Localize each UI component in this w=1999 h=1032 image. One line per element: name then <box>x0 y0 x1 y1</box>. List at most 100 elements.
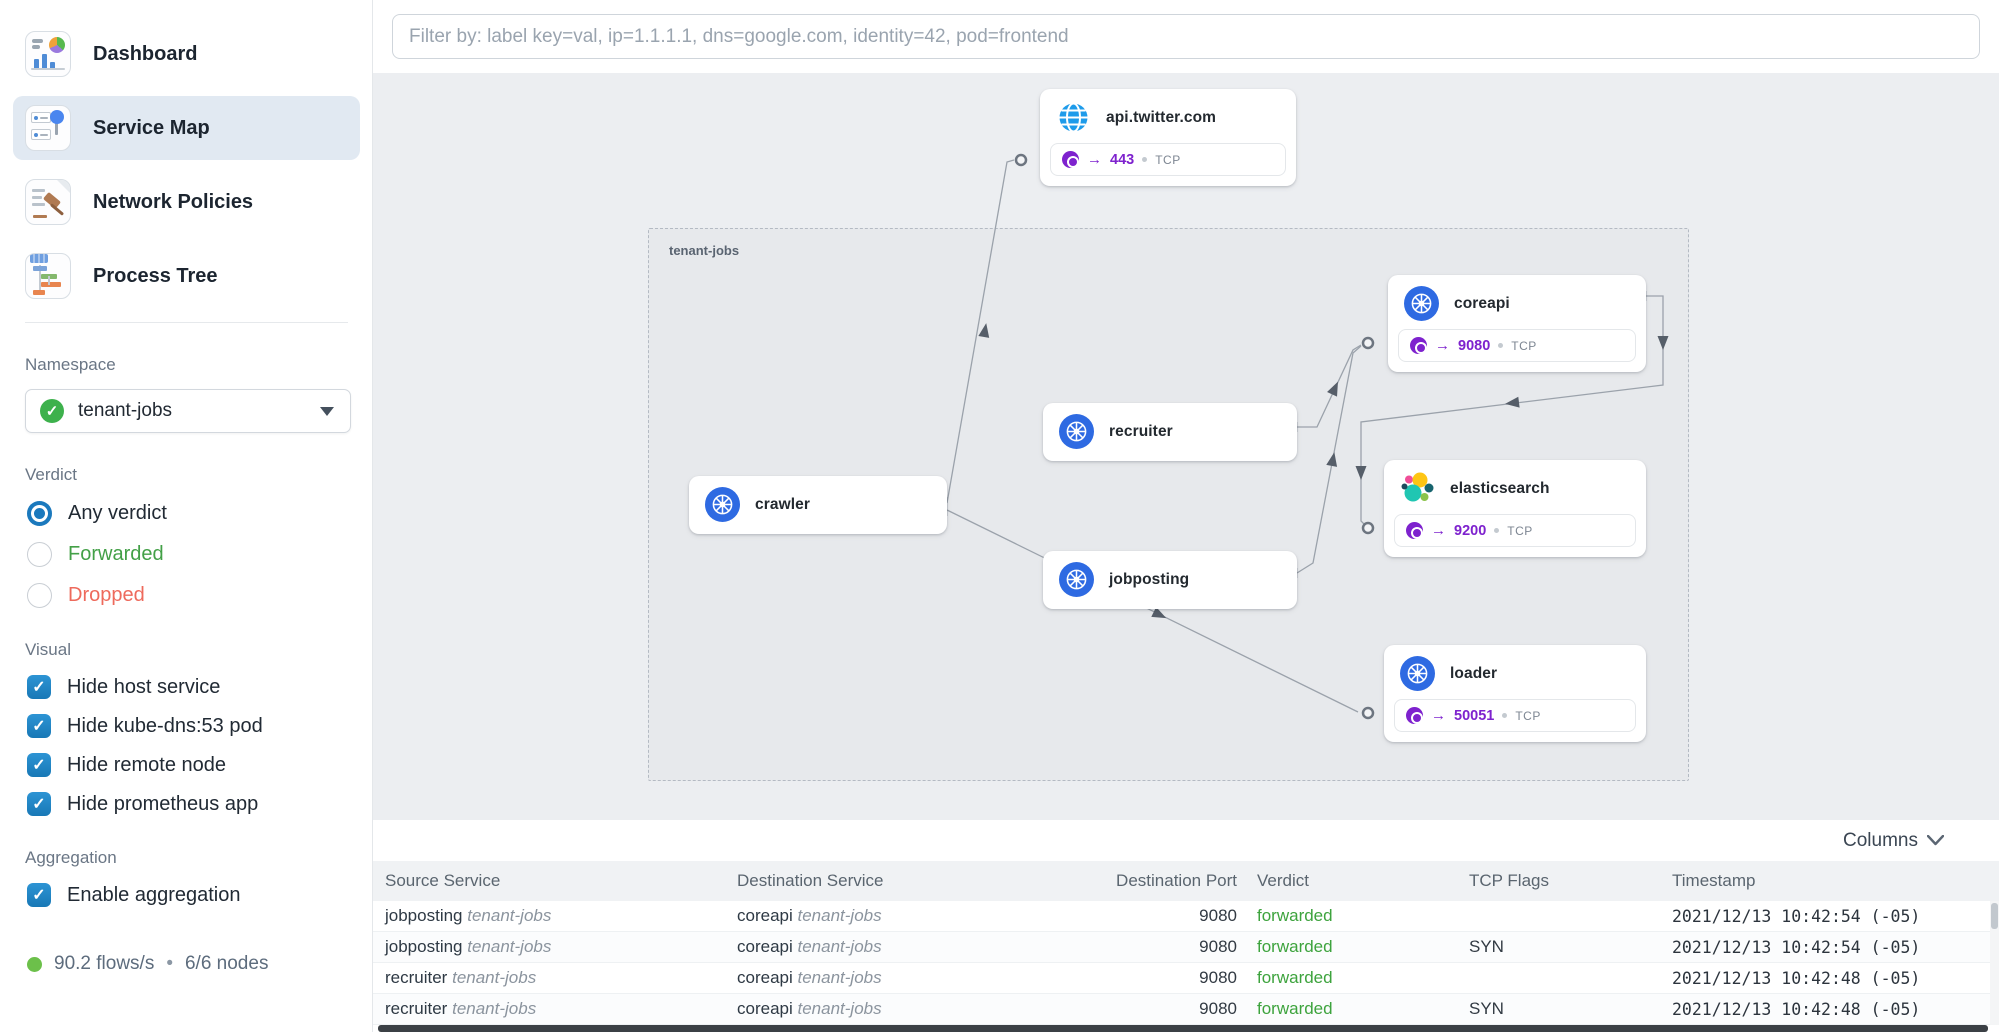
network-policies-icon <box>25 179 71 225</box>
dest-port: 9080 <box>1199 906 1237 925</box>
table-row[interactable]: jobposting tenant-jobs coreapi tenant-jo… <box>373 932 1999 963</box>
port-protocol: TCP <box>1507 523 1533 538</box>
timestamp-value: 2021/12/13 10:42:54 (-05) <box>1672 906 1921 926</box>
node-title: api.twitter.com <box>1106 108 1217 126</box>
service-map: tenant-jobs <box>373 73 1999 820</box>
dest-service: coreapi <box>737 906 793 925</box>
columns-button-label: Columns <box>1843 829 1918 851</box>
checkbox-checked-icon: ✓ <box>27 714 51 738</box>
source-namespace: tenant-jobs <box>467 937 552 956</box>
chevron-down-icon <box>1927 835 1944 846</box>
verdict-value: forwarded <box>1257 906 1333 925</box>
service-node-loader[interactable]: loader → 50051 TCP <box>1384 645 1646 742</box>
horizontal-scrollbar-thumb[interactable] <box>378 1025 1988 1032</box>
service-node-jobposting[interactable]: jobposting <box>1043 551 1297 609</box>
port-chip-9200[interactable]: → 9200 TCP <box>1394 514 1636 547</box>
col-header-timestamp[interactable]: Timestamp <box>1672 871 1756 890</box>
checkbox-hide-remote-node[interactable]: ✓ Hide remote node <box>27 753 360 777</box>
sidebar-item-process-tree[interactable]: Process Tree <box>13 244 360 308</box>
status-separator: • <box>166 953 173 974</box>
port-chip-443[interactable]: → 443 TCP <box>1050 143 1286 176</box>
checkbox-hide-kube-dns[interactable]: ✓ Hide kube-dns:53 pod <box>27 714 360 738</box>
col-header-verdict[interactable]: Verdict <box>1257 871 1309 890</box>
source-namespace: tenant-jobs <box>452 999 537 1018</box>
checkbox-label: Hide kube-dns:53 pod <box>67 714 263 737</box>
node-title: crawler <box>755 495 810 513</box>
tcp-flags-value: SYN <box>1469 999 1504 1018</box>
arrow-right-icon: → <box>1431 522 1446 539</box>
checkbox-hide-prometheus[interactable]: ✓ Hide prometheus app <box>27 792 360 816</box>
service-node-recruiter[interactable]: recruiter <box>1043 403 1297 461</box>
dest-service: coreapi <box>737 937 793 956</box>
port-icon <box>1410 337 1427 354</box>
col-header-tcp-flags[interactable]: TCP Flags <box>1469 871 1549 890</box>
table-row[interactable]: jobposting tenant-jobs coreapi tenant-jo… <box>373 901 1999 932</box>
vertical-scrollbar[interactable] <box>1990 901 1999 1025</box>
source-service: recruiter <box>385 999 448 1018</box>
verdict-forwarded-label: Forwarded <box>68 543 164 565</box>
table-row[interactable]: recruiter tenant-jobs coreapi tenant-job… <box>373 994 1999 1025</box>
nodes-count: 6/6 nodes <box>184 953 269 974</box>
checkbox-checked-icon: ✓ <box>27 753 51 777</box>
flows-rate: 90.2 flows/s <box>54 953 155 974</box>
col-header-source[interactable]: Source Service <box>385 871 501 890</box>
port-protocol: TCP <box>1511 338 1537 353</box>
timestamp-value: 2021/12/13 10:42:48 (-05) <box>1672 968 1921 988</box>
elasticsearch-icon <box>1400 471 1435 506</box>
source-service: recruiter <box>385 968 448 987</box>
port-protocol: TCP <box>1155 152 1181 167</box>
verdict-radio-any[interactable]: Any verdict <box>27 501 360 526</box>
sidebar-divider <box>25 322 348 323</box>
node-title: loader <box>1450 664 1498 682</box>
col-header-port[interactable]: Destination Port <box>1116 871 1237 890</box>
checkbox-enable-aggregation[interactable]: ✓ Enable aggregation <box>27 883 360 907</box>
port-icon <box>1406 522 1423 539</box>
service-node-coreapi[interactable]: coreapi → 9080 TCP <box>1388 275 1646 372</box>
table-row[interactable]: recruiter tenant-jobs coreapi tenant-job… <box>373 963 1999 994</box>
sidebar-item-label: Dashboard <box>93 42 198 65</box>
checkbox-label: Enable aggregation <box>67 883 241 906</box>
flows-table: Source Service Destination Service Desti… <box>373 861 1999 1032</box>
columns-button[interactable]: Columns <box>1843 830 1944 852</box>
dest-port: 9080 <box>1199 968 1237 987</box>
node-title: coreapi <box>1454 294 1510 312</box>
verdict-value: forwarded <box>1257 937 1333 956</box>
namespace-select[interactable]: ✓ tenant-jobs <box>25 389 351 433</box>
connection-status: 90.2 flows/s • 6/6 nodes <box>27 953 360 975</box>
timestamp-value: 2021/12/13 10:42:48 (-05) <box>1672 999 1921 1019</box>
service-node-api-twitter[interactable]: api.twitter.com → 443 TCP <box>1040 89 1296 186</box>
verdict-value: forwarded <box>1257 999 1333 1018</box>
port-number: 9080 <box>1458 337 1491 354</box>
port-chip-9080[interactable]: → 9080 TCP <box>1398 329 1636 362</box>
checkbox-hide-host-service[interactable]: ✓ Hide host service <box>27 675 360 699</box>
dot-separator <box>1494 528 1500 533</box>
service-node-crawler[interactable]: crawler <box>689 476 947 534</box>
port-protocol: TCP <box>1515 708 1541 723</box>
chevron-down-icon <box>320 406 334 416</box>
sidebar-item-dashboard[interactable]: Dashboard <box>13 22 360 86</box>
dest-namespace: tenant-jobs <box>797 906 882 925</box>
vertical-scrollbar-thumb[interactable] <box>1991 903 1998 929</box>
port-icon <box>1062 151 1079 168</box>
col-header-destination[interactable]: Destination Service <box>737 871 884 890</box>
kubernetes-icon <box>1059 414 1094 449</box>
main-panel: tenant-jobs <box>373 0 1999 1032</box>
verdict-any-label: Any verdict <box>68 502 167 524</box>
sidebar-item-network-policies[interactable]: Network Policies <box>13 170 360 234</box>
verdict-radio-forwarded[interactable]: Forwarded <box>27 542 360 567</box>
dot-separator <box>1142 157 1148 162</box>
verdict-radio-dropped[interactable]: Dropped <box>27 583 360 608</box>
namespace-selected-value: tenant-jobs <box>78 400 173 421</box>
status-dot-icon <box>27 956 42 972</box>
checkbox-checked-icon: ✓ <box>27 883 51 907</box>
source-service: jobposting <box>385 906 463 925</box>
checkbox-checked-icon: ✓ <box>27 675 51 699</box>
flow-filter-input[interactable] <box>392 14 1980 59</box>
process-tree-icon <box>25 253 71 299</box>
sidebar-item-service-map[interactable]: Service Map <box>13 96 360 160</box>
service-node-elasticsearch[interactable]: elasticsearch → 9200 TCP <box>1384 460 1646 557</box>
port-chip-50051[interactable]: → 50051 TCP <box>1394 699 1636 732</box>
sidebar: Dashboard Service Map Network Policies <box>0 0 373 1032</box>
flows-table-header: Source Service Destination Service Desti… <box>373 861 1999 901</box>
